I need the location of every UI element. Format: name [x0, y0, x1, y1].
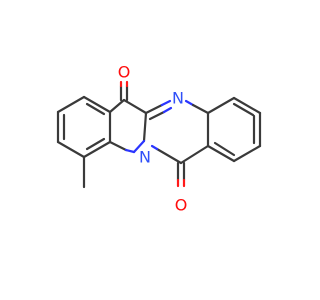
bond	[85, 137, 106, 151]
bond	[122, 98, 148, 115]
bond	[148, 110, 166, 121]
bond	[184, 99, 195, 107]
chemical-structure-diagram: O O N N	[56, 63, 262, 215]
bond	[206, 96, 236, 115]
oxygen-atom-top: O	[118, 63, 131, 82]
bond	[144, 103, 164, 115]
bond	[213, 141, 236, 157]
bond	[142, 111, 148, 143]
bond	[191, 103, 210, 115]
bond	[85, 102, 106, 116]
bond	[132, 139, 146, 154]
bond	[206, 144, 236, 163]
bond	[232, 144, 262, 163]
bond	[108, 140, 128, 152]
bond	[162, 106, 173, 114]
oxygen-atom-bottom: O	[175, 196, 188, 215]
bond	[160, 99, 172, 107]
bond	[56, 140, 86, 159]
bond	[232, 102, 255, 117]
nitrogen-atom-bridge: N	[139, 148, 151, 167]
bond	[155, 147, 183, 165]
nitrogen-atom-top: N	[172, 89, 184, 108]
atom-labels: O O N N	[118, 63, 188, 215]
bond	[124, 148, 136, 154]
bond	[82, 140, 112, 159]
bond	[56, 95, 86, 114]
bond	[82, 95, 112, 114]
bonds	[56, 80, 262, 189]
bond	[150, 144, 159, 151]
bond	[108, 98, 126, 114]
bond	[179, 144, 210, 165]
bond	[232, 96, 262, 115]
